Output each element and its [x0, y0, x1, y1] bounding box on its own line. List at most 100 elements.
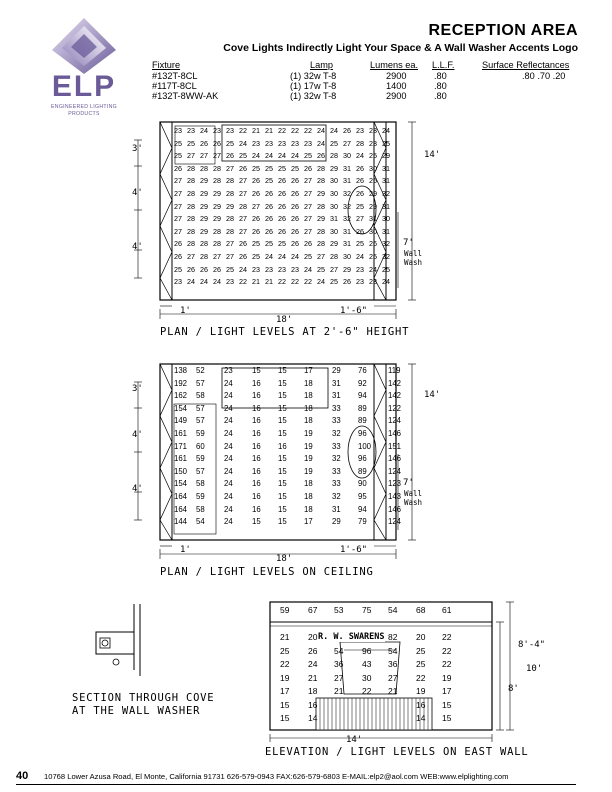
plan1-value: 27 — [187, 252, 195, 261]
lumens-header: Lumens ea. — [370, 60, 419, 70]
plan1-value: 30 — [330, 176, 338, 186]
plan2-value: 124 — [388, 416, 402, 426]
elevation-value: 22 — [442, 645, 452, 656]
section-label-line1: SECTION THROUGH COVE — [72, 692, 215, 704]
plan1-value: 25 — [252, 163, 260, 173]
plan1-value: 28 — [200, 239, 208, 249]
plan1-value: 27 — [200, 151, 208, 161]
plan1-value: 27 — [304, 214, 312, 224]
elevation-value: 19 — [280, 672, 290, 683]
plan1-value: 27 — [174, 176, 182, 186]
llf-header: L.L.F. — [432, 60, 455, 70]
elevation-value: 14 — [308, 713, 318, 723]
plan2-value: 24 — [224, 492, 233, 501]
plan2-value: 33 — [332, 466, 341, 476]
plan1-value: 31 — [343, 239, 351, 249]
plan2-value: 138 — [174, 366, 188, 375]
elevation-value: 54 — [334, 645, 344, 656]
plan2-value: 18 — [304, 378, 313, 388]
plan1-value: 28 — [213, 163, 221, 173]
elevation-value: 21 — [388, 686, 398, 696]
plan2-value: 24 — [224, 429, 233, 438]
plan1-value: 32 — [343, 189, 351, 198]
elevation-value: 19 — [416, 686, 426, 696]
elevation-top-value: 75 — [362, 605, 372, 615]
plan2-dim-3ft: 3' — [132, 384, 143, 394]
plan2-value: 124 — [388, 466, 402, 476]
plan1-value: 24 — [304, 264, 312, 274]
plan1-value: 31 — [369, 214, 377, 224]
plan2-value: 192 — [174, 378, 188, 388]
plan2-value: 16 — [252, 441, 261, 451]
plan1-value: 26 — [343, 277, 351, 287]
plan1-value: 26 — [278, 189, 286, 198]
plan1-value: 24 — [213, 277, 221, 287]
plan1-value: 26 — [278, 201, 286, 211]
plan2-value: 15 — [252, 517, 261, 527]
plan2-value: 15 — [278, 403, 287, 413]
footer-contact: 10768 Lower Azusa Road, El Monte, Califo… — [44, 772, 509, 781]
plan1-value: 32 — [382, 189, 390, 198]
elevation-value: 96 — [362, 645, 372, 656]
plan1-value: 24 — [200, 126, 208, 135]
plan1-value: 25 — [330, 277, 338, 287]
plan1-value: 25 — [356, 201, 364, 211]
plan1-value: 27 — [304, 189, 312, 198]
plan1-value: 26 — [369, 176, 377, 186]
plan2-value: 96 — [358, 454, 367, 464]
plan1-value: 27 — [226, 163, 234, 173]
elevation-value: 54 — [388, 645, 398, 656]
plan1-value: 26 — [343, 126, 351, 135]
elevation-value: 16 — [416, 699, 426, 710]
plan1-value: 23 — [252, 138, 260, 148]
plan2-value: 15 — [278, 492, 287, 501]
plan1-value: 24 — [356, 151, 364, 161]
plan1-value: 22 — [278, 126, 286, 135]
elevation-dim-h2: 10' — [526, 664, 543, 674]
plan1-value: 28 — [213, 176, 221, 186]
plan1-value: 30 — [369, 226, 377, 236]
plan1-value: 27 — [304, 226, 312, 236]
plan1-value: 28 — [317, 176, 325, 186]
plan1-value: 23 — [213, 126, 221, 135]
plan2-value: 95 — [358, 492, 367, 501]
plan2-value: 24 — [224, 441, 233, 451]
plan1-value: 23 — [356, 264, 364, 274]
fixture-lumens: 1400 — [386, 81, 407, 91]
fixture-table: Fixture Lamp Lumens ea. L.L.F. Surface R… — [152, 60, 582, 112]
plan2-value: 16 — [252, 492, 261, 501]
plan2-value: 33 — [332, 403, 341, 413]
plan1-value: 28 — [226, 214, 234, 224]
plan1-value: 27 — [174, 201, 182, 211]
plan2-value: 32 — [332, 454, 341, 464]
plan1-value: 25 — [278, 239, 286, 249]
plan1-dim-4ft-a: 4' — [132, 188, 143, 198]
plan2-wall-word1: Wall — [403, 489, 423, 498]
plan1-value: 26 — [291, 214, 299, 224]
plan1-value: 27 — [187, 151, 195, 161]
plan1-value: 26 — [356, 176, 364, 186]
plan1-wall-word2: Wash — [403, 258, 423, 267]
plan2-value: 15 — [278, 479, 287, 489]
plan2-value: 161 — [174, 429, 188, 438]
plan1-value: 27 — [226, 252, 234, 261]
elevation-value: 22 — [442, 632, 452, 642]
fixture-header: Fixture — [152, 60, 181, 70]
plan2-value: 154 — [174, 479, 188, 489]
plan2-value: 123 — [388, 479, 402, 489]
plan1-value: 31 — [343, 163, 351, 173]
plan1-value: 23 — [291, 264, 299, 274]
plan1-value: 23 — [265, 264, 273, 274]
logo-subtitle-2: PRODUCTS — [68, 111, 100, 117]
plan1-value: 26 — [226, 151, 234, 161]
plan2-value: 29 — [332, 517, 341, 527]
plan2-value: 19 — [304, 454, 313, 464]
plan1-value: 24 — [291, 151, 299, 161]
footer-rule — [16, 784, 576, 785]
lamp-header: Lamp — [310, 60, 333, 70]
plan2-value: 149 — [174, 416, 188, 426]
plan2-value: 18 — [304, 391, 313, 401]
plan1-value: 26 — [239, 252, 247, 261]
plan2-value: 16 — [252, 479, 261, 489]
plan2-dim-right: 1'-6" — [340, 545, 368, 555]
